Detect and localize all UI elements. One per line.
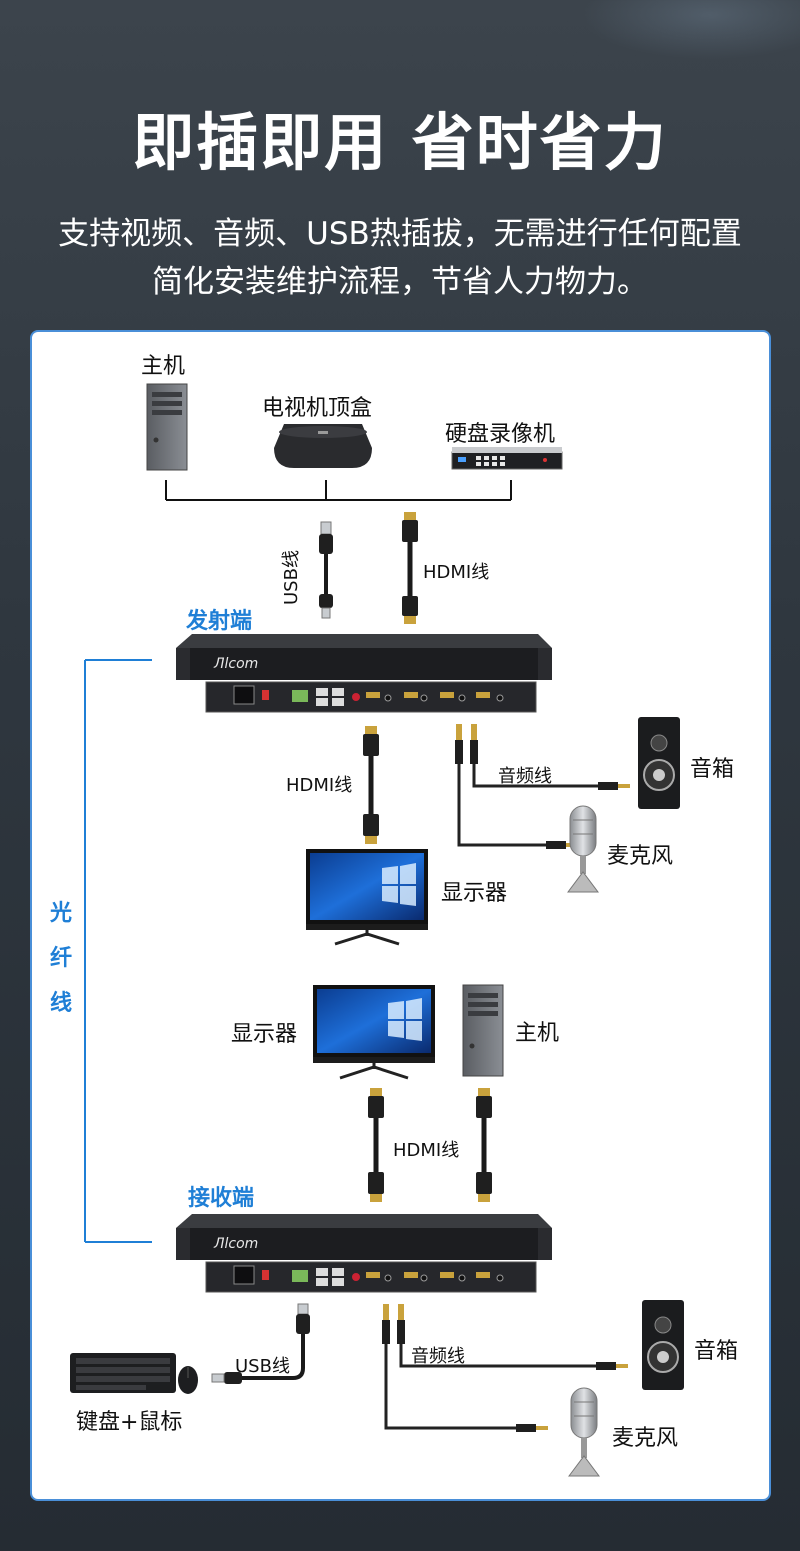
label-host: 主机 bbox=[141, 354, 186, 379]
label-mic-rx: 麦克风 bbox=[612, 1426, 679, 1451]
audio-cable-rx-icon bbox=[382, 1304, 628, 1432]
fiber-bracket bbox=[84, 659, 152, 1243]
label-keyboard-mouse: 键盘+鼠标 bbox=[76, 1410, 183, 1435]
receiver-device bbox=[176, 1214, 552, 1293]
label-host-rx: 主机 bbox=[515, 1021, 560, 1046]
tv-box-icon bbox=[274, 424, 372, 468]
hdmi-cable-monitor-icon bbox=[363, 726, 379, 844]
label-hdmi-cable-monitor: HDMI线 bbox=[286, 775, 353, 796]
hdmi-cable-rx-1-icon bbox=[368, 1088, 384, 1202]
transmitter-device bbox=[176, 634, 552, 713]
label-monitor-rx: 显示器 bbox=[231, 1022, 298, 1047]
hdmi-cable-top-icon bbox=[402, 512, 418, 624]
label-receiver: 接收端 bbox=[188, 1186, 255, 1211]
label-hdmi-cable-rx: HDMI线 bbox=[393, 1140, 460, 1161]
microphone-tx-icon bbox=[567, 805, 599, 893]
host-tower-icon bbox=[146, 383, 188, 471]
usb-cable-bottom-icon bbox=[211, 1303, 310, 1384]
label-mic-tx: 麦克风 bbox=[607, 844, 674, 869]
label-audio-cable-tx: 音频线 bbox=[498, 766, 552, 787]
fiber-label-char-1: 光 bbox=[50, 901, 73, 926]
headline: 即插即用 省时省力 bbox=[132, 106, 668, 179]
fiber-label-char-3: 线 bbox=[50, 991, 73, 1016]
label-usb-cable-bottom: USB线 bbox=[235, 1356, 290, 1377]
nvr-icon bbox=[451, 447, 563, 470]
speaker-rx-icon bbox=[642, 1300, 684, 1390]
label-usb-cable-top: USB线 bbox=[281, 550, 302, 605]
label-monitor-tx: 显示器 bbox=[441, 881, 508, 906]
transmitter-brand: Лlcom bbox=[214, 656, 259, 672]
label-speaker-tx: 音箱 bbox=[690, 757, 735, 782]
usb-cable-top-icon bbox=[319, 521, 333, 619]
source-bracket bbox=[165, 480, 512, 501]
label-audio-cable-rx: 音频线 bbox=[411, 1346, 465, 1367]
monitor-rx-icon bbox=[313, 985, 435, 1080]
hdmi-cable-rx-2-icon bbox=[476, 1088, 492, 1202]
receiver-brand: Лlcom bbox=[214, 1236, 259, 1252]
label-transmitter: 发射端 bbox=[186, 609, 253, 634]
host-rx-icon bbox=[462, 984, 504, 1077]
subtitle-line-1: 支持视频、音频、USB热插拔，无需进行任何配置 bbox=[58, 216, 742, 252]
label-tv-box: 电视机顶盒 bbox=[262, 396, 373, 421]
subtitle-line-2: 简化安装维护流程，节省人力物力。 bbox=[152, 264, 648, 300]
speaker-tx-icon bbox=[638, 717, 680, 809]
label-hdmi-cable-top: HDMI线 bbox=[423, 562, 490, 583]
fiber-label-char-2: 纤 bbox=[50, 946, 73, 971]
label-nvr: 硬盘录像机 bbox=[445, 422, 556, 447]
microphone-rx-icon bbox=[568, 1387, 600, 1477]
keyboard-icon bbox=[70, 1353, 176, 1393]
mouse-icon bbox=[178, 1366, 198, 1394]
label-speaker-rx: 音箱 bbox=[694, 1339, 739, 1364]
monitor-tx-icon bbox=[306, 849, 428, 946]
